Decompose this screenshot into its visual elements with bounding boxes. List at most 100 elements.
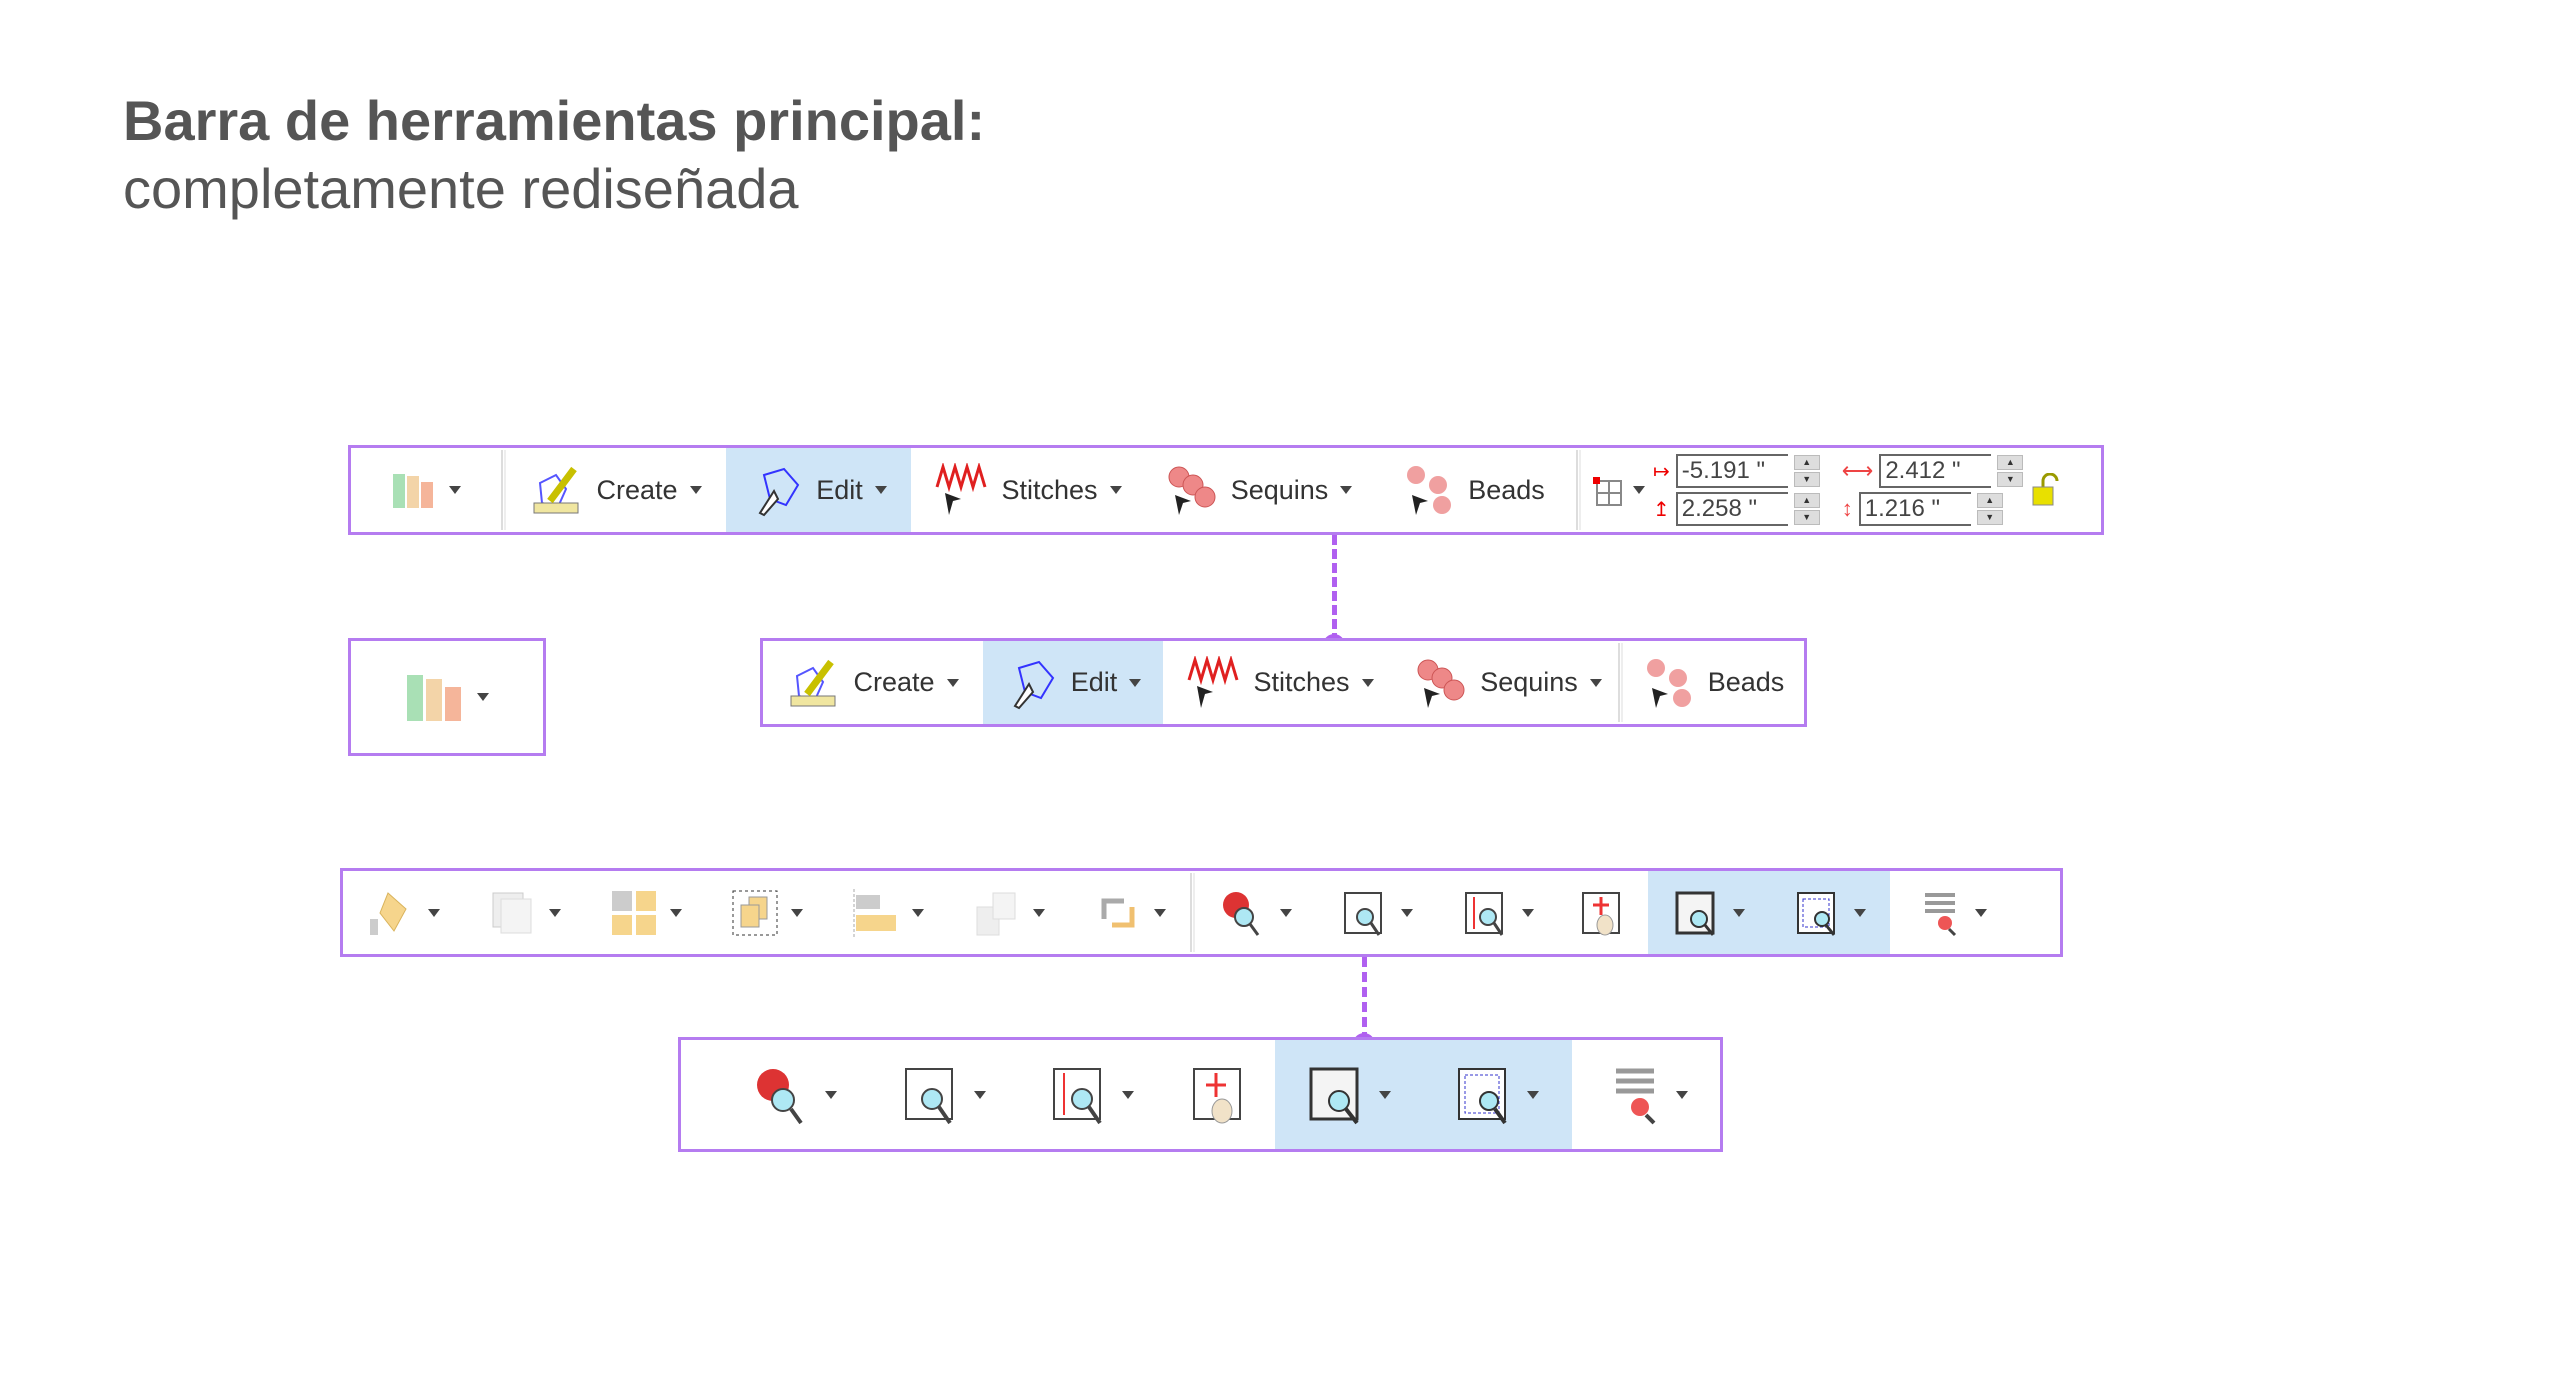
- chevron-down-icon[interactable]: [1379, 1090, 1392, 1099]
- zoom-list-button[interactable]: [1572, 1040, 1720, 1149]
- stitches-button[interactable]: Stitches: [1163, 641, 1398, 724]
- page-title: Barra de herramientas principal:: [123, 89, 986, 152]
- library-icon: [391, 470, 437, 510]
- chevron-down-icon[interactable]: [427, 908, 440, 917]
- grid-layout-icon: [610, 889, 658, 937]
- resize-button[interactable]: [948, 871, 1069, 954]
- sequins-icon: [1165, 463, 1219, 517]
- chevron-down-icon[interactable]: [1153, 908, 1166, 917]
- chevron-down-icon[interactable]: [911, 908, 924, 917]
- chevron-down-icon[interactable]: [1279, 908, 1292, 917]
- align-button[interactable]: [827, 871, 948, 954]
- lock-open-icon[interactable]: [2031, 473, 2061, 507]
- edit-button[interactable]: Edit: [726, 448, 911, 532]
- y-position-icon: ↥: [1653, 498, 1670, 521]
- zoom-button[interactable]: [721, 1040, 869, 1149]
- x-position-field[interactable]: -5.191 ": [1675, 454, 1788, 488]
- library-button[interactable]: [351, 448, 501, 532]
- chevron-down-icon[interactable]: [946, 678, 959, 687]
- zoom-grid-button[interactable]: [1274, 1040, 1424, 1149]
- y-position-field[interactable]: 2.258 ": [1675, 492, 1788, 526]
- create-button[interactable]: Create: [506, 448, 726, 532]
- chevron-down-icon[interactable]: [1129, 678, 1142, 687]
- chevron-down-icon[interactable]: [1732, 908, 1745, 917]
- beads-label: Beads: [1468, 474, 1545, 505]
- zoom-grid-icon: [1673, 889, 1721, 937]
- zoom-button[interactable]: [1195, 871, 1316, 954]
- zoom-list-button[interactable]: [1890, 871, 2011, 954]
- sequins-label: Sequins: [1480, 667, 1578, 697]
- arrange-view-toolbar: [340, 868, 2063, 957]
- zoom-page-button[interactable]: [1316, 871, 1437, 954]
- chevron-down-icon[interactable]: [825, 1090, 838, 1099]
- layout-button[interactable]: [585, 871, 706, 954]
- chevron-down-icon[interactable]: [1633, 486, 1645, 494]
- zoom-grid-button[interactable]: [1648, 871, 1769, 954]
- chevron-down-icon[interactable]: [1121, 1090, 1134, 1099]
- sequins-label: Sequins: [1230, 474, 1329, 505]
- stitches-icon: [935, 463, 989, 517]
- chevron-down-icon[interactable]: [1521, 908, 1534, 917]
- coordinates-panel: ↦-5.191 "▲▼ ↥2.258 "▲▼ ⟷2.412 "▲▼ ↕1.216…: [1581, 448, 2071, 532]
- x-spinner[interactable]: ▲▼: [1793, 455, 1820, 487]
- y-spinner[interactable]: ▲▼: [1793, 493, 1820, 525]
- pan-button[interactable]: [1166, 1040, 1275, 1149]
- chevron-down-icon[interactable]: [1361, 678, 1374, 687]
- create-label: Create: [596, 474, 678, 505]
- width-spinner[interactable]: ▲▼: [1997, 455, 2024, 487]
- zoom-page-icon: [902, 1065, 962, 1125]
- edit-pointer-icon: [750, 463, 804, 517]
- page-subtitle: completamente rediseñada: [123, 157, 799, 220]
- height-field[interactable]: 1.216 ": [1858, 492, 1971, 526]
- chevron-down-icon[interactable]: [1340, 486, 1353, 494]
- chevron-down-icon[interactable]: [790, 908, 803, 917]
- chevron-down-icon[interactable]: [1974, 908, 1987, 917]
- chevron-down-icon[interactable]: [689, 486, 702, 494]
- chevron-down-icon[interactable]: [1527, 1090, 1540, 1099]
- beads-button[interactable]: Beads: [1623, 641, 1803, 724]
- sequins-button[interactable]: Sequins: [1398, 641, 1618, 724]
- chevron-down-icon[interactable]: [1853, 908, 1866, 917]
- select-stack-button[interactable]: [706, 871, 827, 954]
- create-pencil-icon: [530, 463, 584, 517]
- height-spinner[interactable]: ▲▼: [1976, 493, 2003, 525]
- create-button[interactable]: Create: [763, 641, 983, 724]
- library-button[interactable]: [351, 641, 543, 753]
- rotate-button[interactable]: [1069, 871, 1190, 954]
- pan-button[interactable]: [1558, 871, 1648, 954]
- connector-line: [1362, 957, 1367, 1042]
- zoom-hoop-button[interactable]: [1769, 871, 1890, 954]
- reference-point-icon[interactable]: [1591, 473, 1625, 507]
- zoom-list-icon: [1604, 1065, 1664, 1125]
- stitches-button[interactable]: Stitches: [911, 448, 1146, 532]
- beads-button[interactable]: Beads: [1371, 448, 1576, 532]
- chevron-down-icon[interactable]: [1675, 1090, 1688, 1099]
- zoom-height-button[interactable]: [1018, 1040, 1166, 1149]
- create-label: Create: [853, 667, 935, 697]
- chevron-down-icon[interactable]: [1400, 908, 1413, 917]
- chevron-down-icon[interactable]: [874, 486, 887, 494]
- chevron-down-icon[interactable]: [477, 693, 489, 701]
- chevron-down-icon[interactable]: [1109, 486, 1122, 494]
- chevron-down-icon[interactable]: [548, 908, 561, 917]
- library-icon: [405, 671, 465, 723]
- transform-button[interactable]: [343, 871, 464, 954]
- beads-icon: [1402, 463, 1456, 517]
- mode-toolbar: Create Edit Stitches Sequins Beads: [760, 638, 1807, 727]
- chevron-down-icon[interactable]: [1032, 908, 1045, 917]
- chevron-down-icon[interactable]: [669, 908, 682, 917]
- group-button[interactable]: [464, 871, 585, 954]
- width-field[interactable]: 2.412 ": [1879, 454, 1992, 488]
- stitches-label: Stitches: [1001, 474, 1098, 505]
- chevron-down-icon[interactable]: [973, 1090, 986, 1099]
- zoom-hoop-button[interactable]: [1423, 1040, 1572, 1149]
- zoom-icon: [753, 1065, 813, 1125]
- sequins-button[interactable]: Sequins: [1146, 448, 1371, 532]
- zoom-height-icon: [1462, 889, 1510, 937]
- zoom-hoop-icon: [1794, 889, 1842, 937]
- chevron-down-icon[interactable]: [449, 486, 461, 494]
- zoom-height-button[interactable]: [1437, 871, 1558, 954]
- chevron-down-icon[interactable]: [1589, 678, 1602, 687]
- zoom-page-button[interactable]: [869, 1040, 1017, 1149]
- edit-button[interactable]: Edit: [983, 641, 1163, 724]
